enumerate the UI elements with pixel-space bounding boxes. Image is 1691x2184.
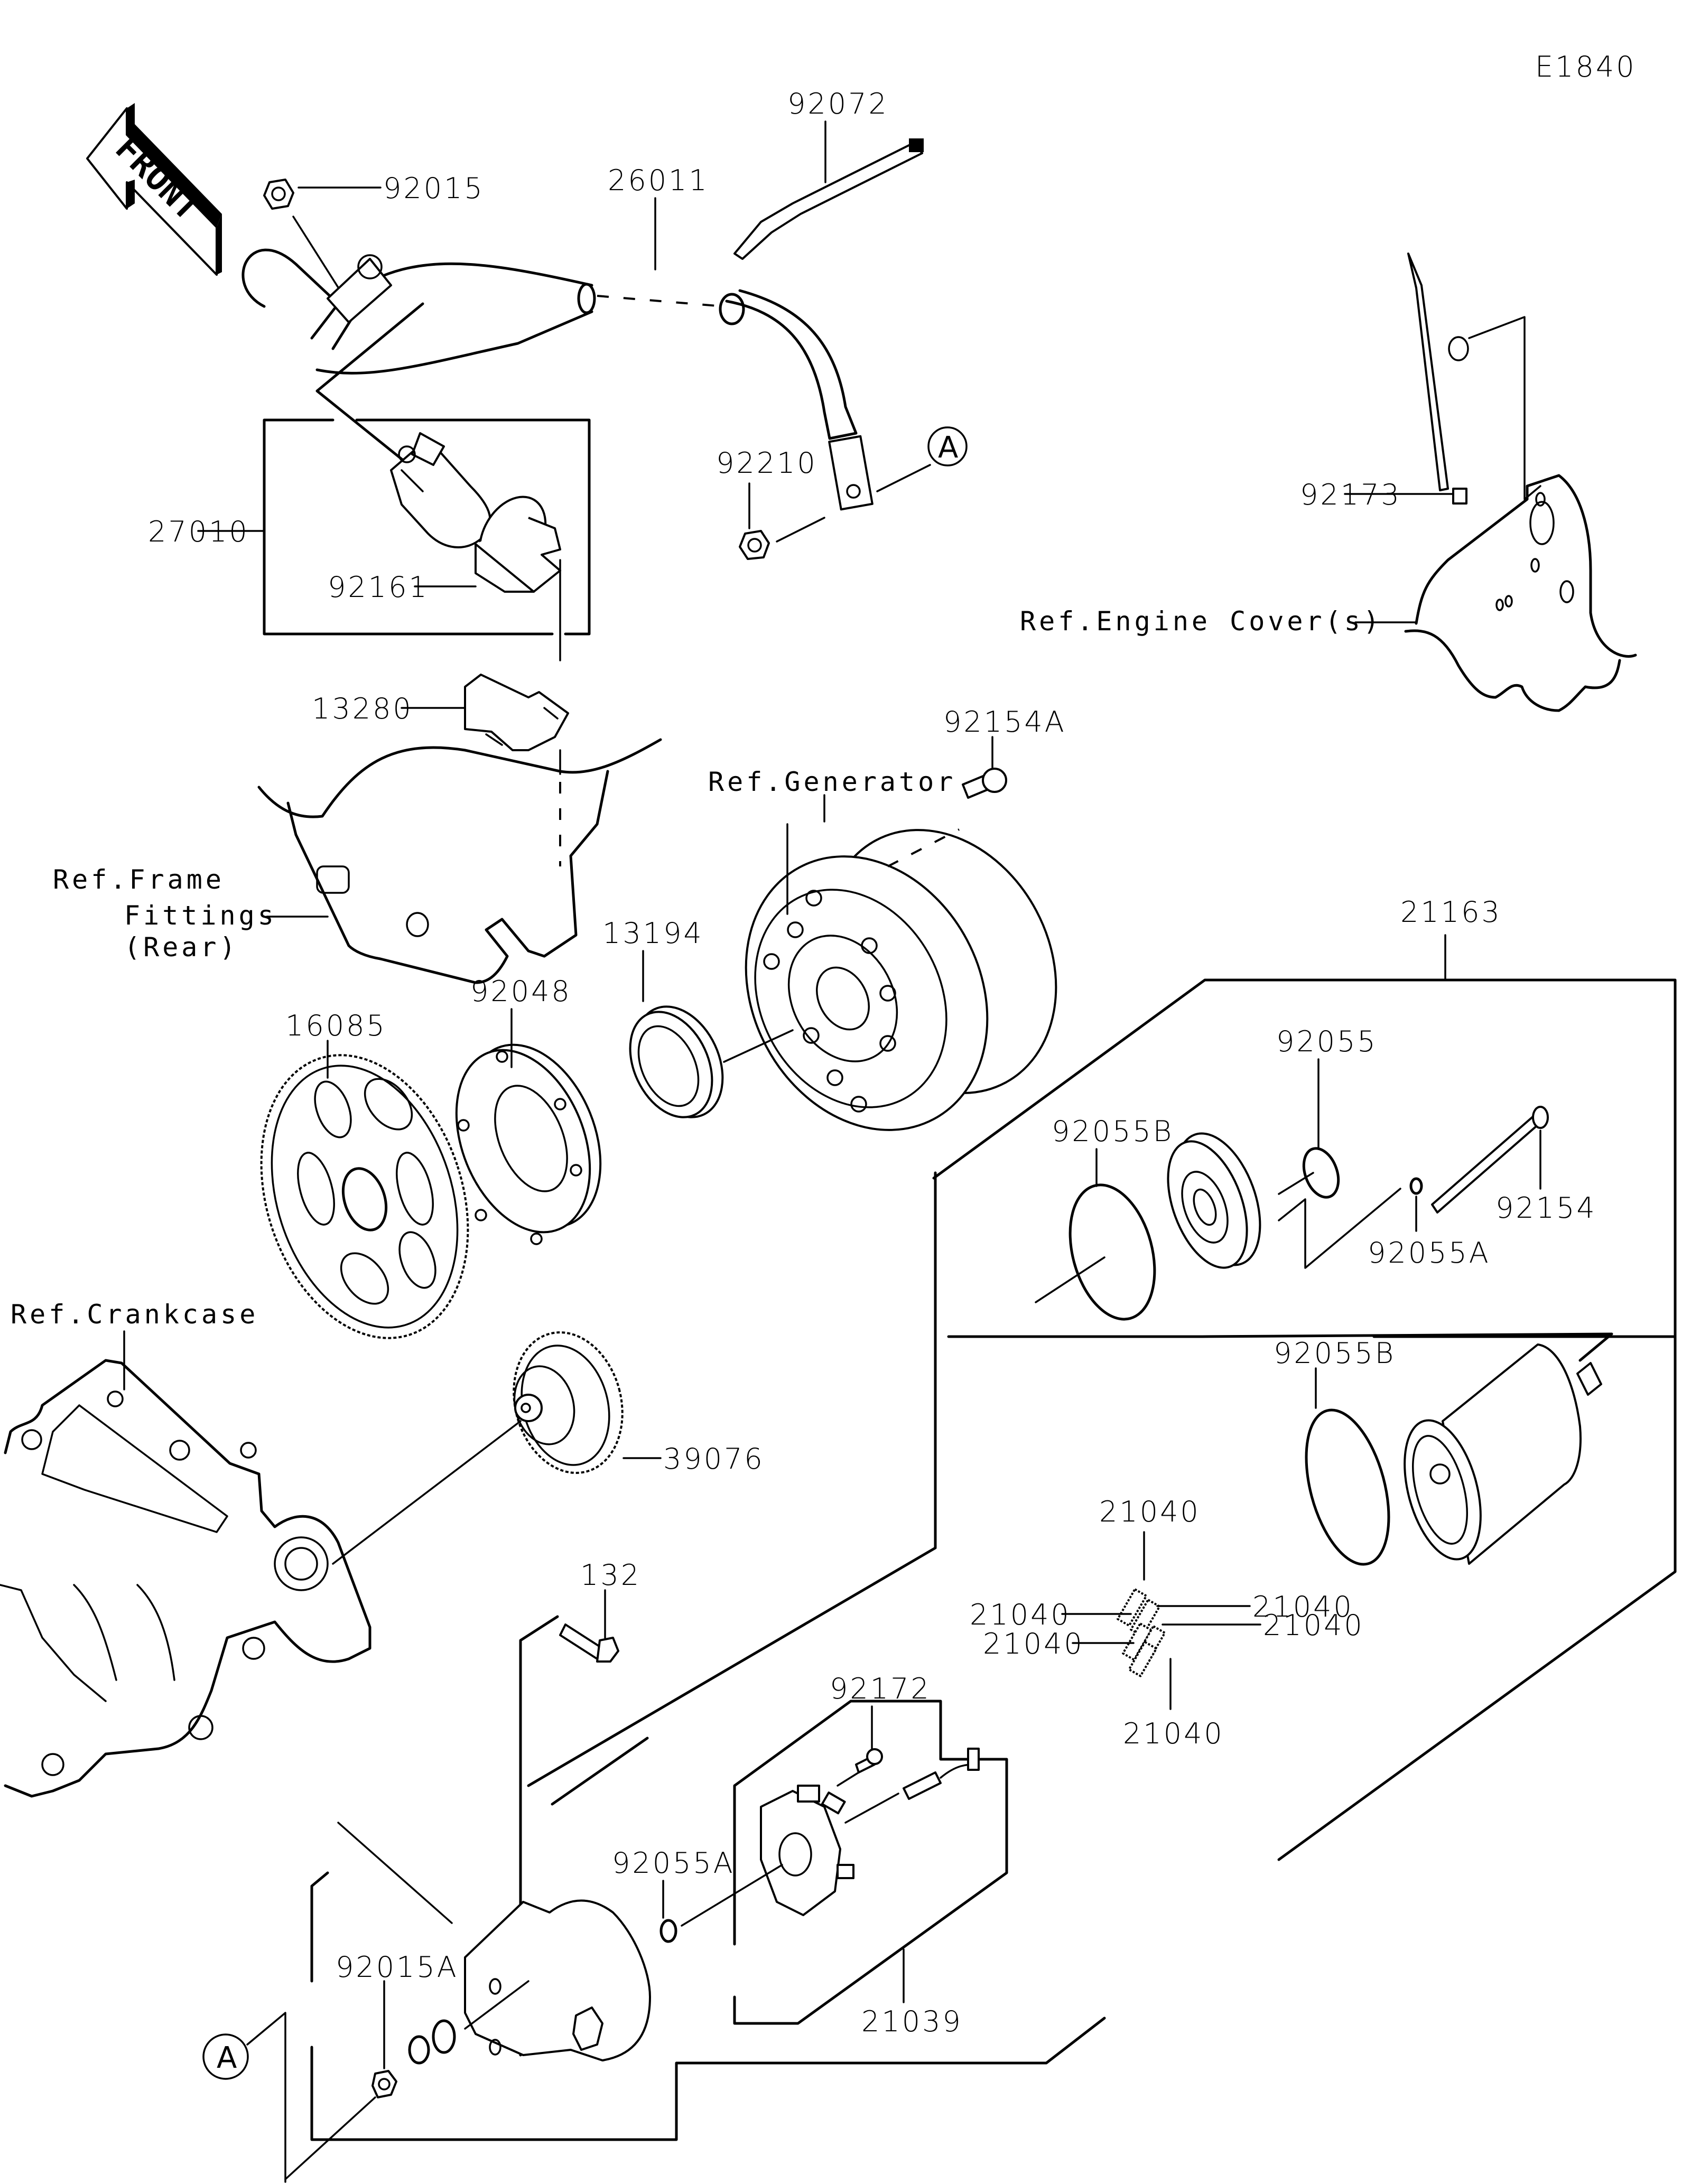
label-13280: 13280 — [312, 692, 413, 725]
front-cover — [1167, 1132, 1261, 1269]
washer-2 — [432, 2019, 456, 2054]
o-ring-92055B-bottom — [1305, 1408, 1390, 1566]
svg-text:A: A — [217, 2041, 237, 2075]
front-arrow-icon: FRONT — [86, 103, 222, 276]
label-16085: 16085 — [285, 1009, 387, 1042]
engine-cover-ref — [1404, 474, 1637, 712]
brush-springs-21040 — [1117, 1588, 1166, 1677]
label-92210: 92210 — [716, 446, 817, 480]
label-26011: 26011 — [608, 164, 709, 197]
ref-generator: Ref.Generator — [708, 767, 956, 797]
label-92015A: 92015A — [336, 1950, 459, 1984]
rear-end-cover — [464, 1899, 651, 2061]
label-92072: 92072 — [787, 87, 889, 120]
bracket-box-27010 — [263, 418, 591, 636]
starter-cable-26011 — [241, 248, 874, 511]
rubber-boot-92161 — [475, 496, 561, 593]
crankcase-ref — [0, 1359, 371, 1798]
label-21039: 21039 — [861, 2005, 963, 2038]
callout-a-top: A — [927, 426, 968, 466]
ref-frame-line2: Fittings — [124, 900, 277, 931]
label-92172: 92172 — [830, 1672, 931, 1705]
label-92055B-top: 92055B — [1052, 1115, 1174, 1148]
washer-1 — [408, 2035, 430, 2065]
label-92161: 92161 — [328, 571, 429, 604]
label-92048: 92048 — [470, 975, 572, 1008]
label-27010: 27010 — [148, 515, 249, 548]
diagram-code: E1840 — [1535, 50, 1637, 83]
ref-engine-cover: Ref.Engine Cover(s) — [1020, 606, 1382, 637]
washer-92055A-bottom — [659, 1919, 677, 1943]
label-21040-right2: 21040 — [1263, 1609, 1364, 1642]
label-92055A-bottom: 92055A — [612, 1846, 735, 1880]
o-ring-92055 — [1302, 1147, 1340, 1199]
brush-holder-21039 — [760, 1785, 854, 1916]
clamp-92173 — [1407, 253, 1469, 505]
label-92055A-top: 92055A — [1368, 1236, 1491, 1270]
generator-rotor — [745, 829, 1057, 1131]
label-92173: 92173 — [1300, 478, 1401, 511]
label-92015: 92015 — [383, 172, 485, 205]
starter-clutch-13194 — [629, 1005, 724, 1118]
nut-92015A — [371, 2070, 397, 2098]
label-21163: 21163 — [1400, 895, 1502, 929]
label-21040-top: 21040 — [1099, 1495, 1201, 1528]
label-92055B-bottom: 92055B — [1274, 1337, 1396, 1370]
label-21040-right1: 21040 — [1252, 1590, 1354, 1623]
label-21040-left2: 21040 — [983, 1627, 1084, 1660]
ref-frame-line3: (Rear) — [124, 932, 239, 963]
frame-fittings-rear — [257, 738, 662, 984]
terminal-bolt — [903, 1748, 980, 1800]
label-92154A: 92154A — [943, 705, 1066, 739]
starter-motor-box-21163 — [310, 978, 1677, 2141]
callout-a-bottom: A — [202, 2033, 249, 2080]
bolt-92154 — [1431, 1106, 1549, 1214]
label-92055: 92055 — [1276, 1025, 1378, 1058]
starter-relay — [390, 432, 491, 548]
screw-92172 — [855, 1748, 883, 1774]
nut-92015 — [263, 179, 294, 210]
ref-frame-line1: Ref.Frame — [53, 864, 225, 895]
cable-tie-92072 — [733, 138, 924, 260]
label-21040-left1: 21040 — [970, 1598, 1071, 1631]
label-21040-bottom: 21040 — [1123, 1717, 1224, 1750]
label-39076: 39076 — [663, 1442, 765, 1476]
svg-text:A: A — [938, 431, 958, 465]
ref-crankcase: Ref.Crankcase — [11, 1299, 258, 1330]
washer-92055A-top — [1409, 1177, 1423, 1195]
starter-motor-yoke — [1404, 1343, 1602, 1565]
bolt-132 — [559, 1623, 619, 1663]
label-132: 132 — [580, 1558, 641, 1592]
starter-gear-16085 — [260, 1054, 469, 1339]
label-13194: 13194 — [602, 917, 704, 950]
nut-92210 — [739, 530, 770, 560]
o-ring-92055B-top — [1069, 1183, 1156, 1321]
flange-92048 — [455, 1043, 602, 1245]
idle-gear-39076 — [513, 1331, 624, 1474]
label-92154: 92154 — [1495, 1191, 1597, 1225]
bracket-13280 — [464, 674, 569, 751]
bolt-92154A — [962, 768, 1007, 799]
